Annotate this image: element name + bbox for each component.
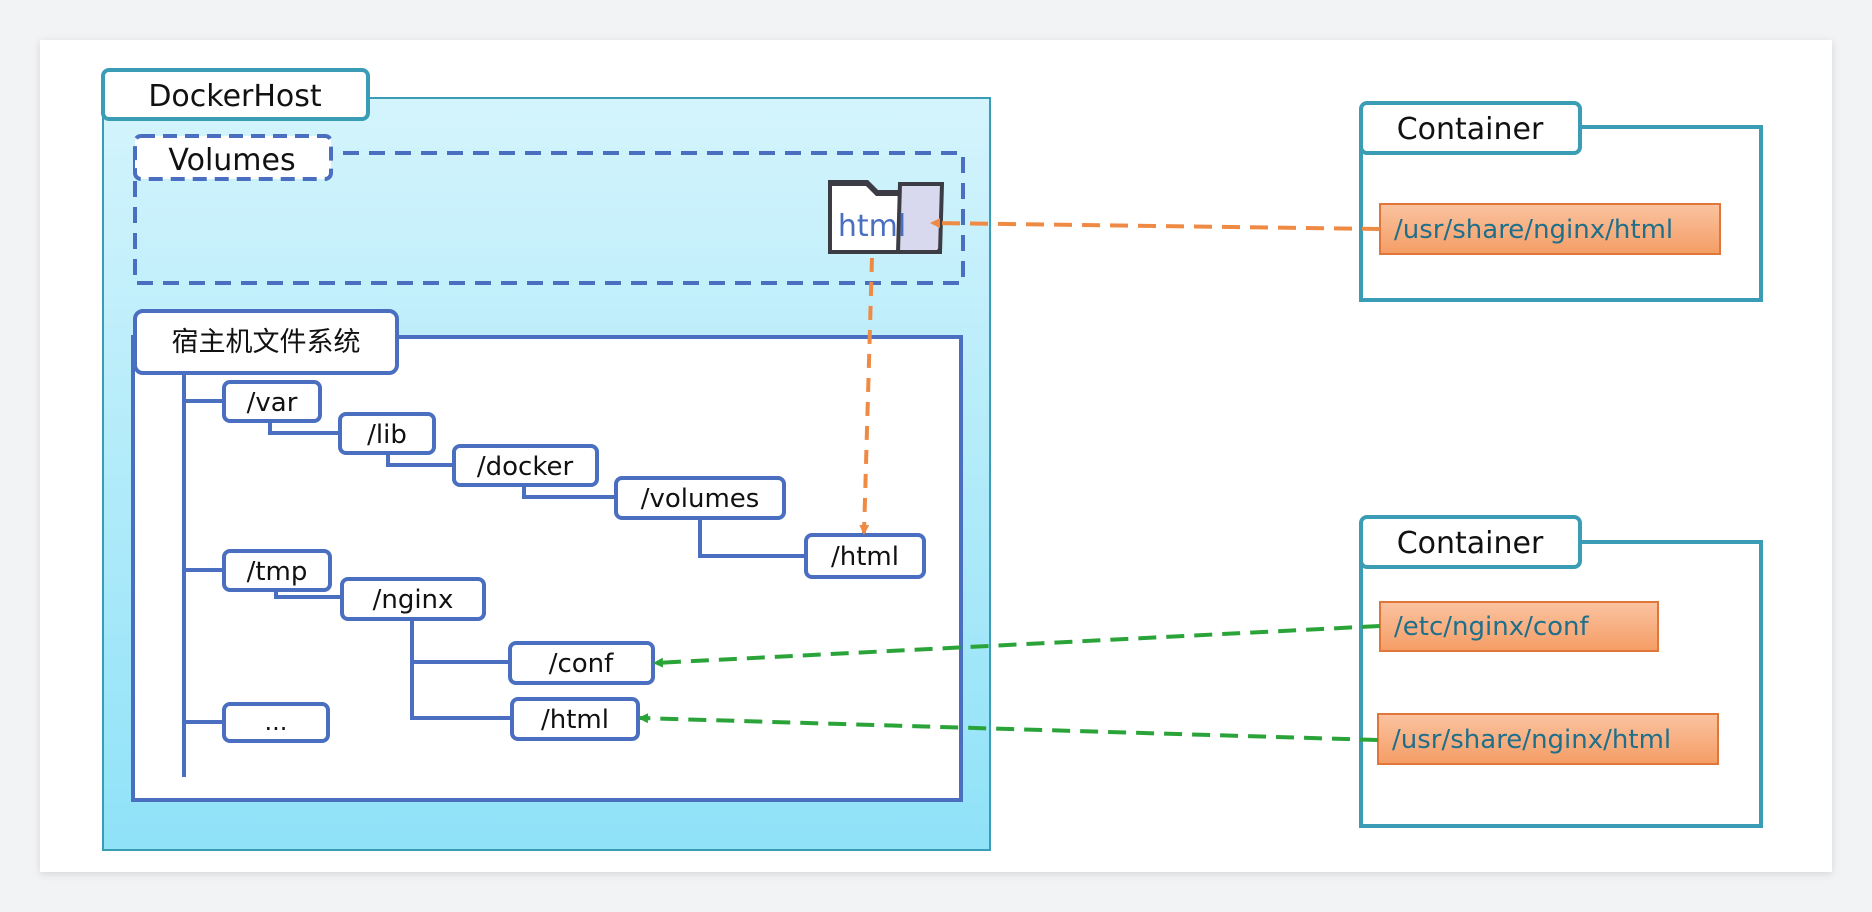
tree-node-var-label: /var xyxy=(247,388,298,418)
tree-node-docker-label: /docker xyxy=(477,452,574,482)
container-1-title: Container xyxy=(1397,112,1544,147)
mapping-arrows xyxy=(638,218,1381,742)
tree-node-nginx-html-label: /html xyxy=(541,705,609,735)
volumes-box xyxy=(133,151,965,285)
tree-node-conf-label: /conf xyxy=(549,649,614,679)
container-1-path-label: /usr/share/nginx/html xyxy=(1394,215,1673,245)
tree-node-volumes-html-label: /html xyxy=(831,542,899,572)
arrow-volume-folder-to-volumes-html xyxy=(859,257,874,535)
volumes-title-tab xyxy=(133,134,333,181)
container-2-box xyxy=(1359,540,1763,828)
arrow-container1-to-volume-folder xyxy=(930,218,1381,231)
tree-node-lib[interactable]: /lib xyxy=(338,412,436,455)
tree-node-nginx-label: /nginx xyxy=(373,585,454,615)
tree-node-tmp-label: /tmp xyxy=(247,557,308,587)
container-2-path-etc-nginx-conf[interactable]: /etc/nginx/conf xyxy=(1379,601,1659,652)
tree-node-nginx[interactable]: /nginx xyxy=(340,577,486,621)
container-2-path-usr-share-nginx-html[interactable]: /usr/share/nginx/html xyxy=(1377,713,1719,765)
docker-host-title-tab xyxy=(101,68,370,121)
tree-node-volumes-label: /volumes xyxy=(641,484,760,514)
arrow-container2-conf-to-host-conf xyxy=(653,624,1381,668)
container-1-path-usr-share-nginx-html[interactable]: /usr/share/nginx/html xyxy=(1379,203,1721,255)
host-fs-title: 宿主机文件系统 xyxy=(172,327,361,358)
docker-host: DockerHost Volumes html 宿主机文件系统 xyxy=(101,68,991,851)
html-folder-label: html xyxy=(838,209,906,244)
container-2: Container /etc/nginx/conf /usr/share/ngi… xyxy=(1359,515,1763,828)
container-1-title-tab xyxy=(1359,101,1582,155)
container-2-title: Container xyxy=(1397,526,1544,561)
tree-node-tmp[interactable]: /tmp xyxy=(222,549,332,592)
volumes-title: Volumes xyxy=(168,143,295,178)
tree-node-ellipsis-label: ... xyxy=(265,708,288,736)
container-2-path-html-label: /usr/share/nginx/html xyxy=(1392,725,1671,755)
tree-node-conf[interactable]: /conf xyxy=(508,641,655,685)
arrow-container2-html-to-host-html xyxy=(638,713,1379,742)
html-folder-icon xyxy=(828,180,945,254)
host-fs-title-tab xyxy=(133,309,399,375)
container-2-title-tab xyxy=(1359,515,1582,569)
tree-node-var[interactable]: /var xyxy=(222,380,322,423)
tree-node-docker[interactable]: /docker xyxy=(452,444,599,487)
host-fs-section: 宿主机文件系统 /var /li xyxy=(131,309,963,802)
tree-node-ellipsis[interactable]: ... xyxy=(222,702,330,743)
tree-node-volumes-html[interactable]: /html xyxy=(804,533,926,579)
docker-host-title: DockerHost xyxy=(148,79,322,114)
tree-node-lib-label: /lib xyxy=(367,420,407,450)
container-1: Container /usr/share/nginx/html xyxy=(1359,101,1763,302)
tree-node-nginx-html[interactable]: /html xyxy=(510,697,640,741)
volumes-section: Volumes html xyxy=(133,134,965,285)
container-2-path-conf-label: /etc/nginx/conf xyxy=(1394,612,1590,642)
tree-node-volumes[interactable]: /volumes xyxy=(614,476,786,520)
